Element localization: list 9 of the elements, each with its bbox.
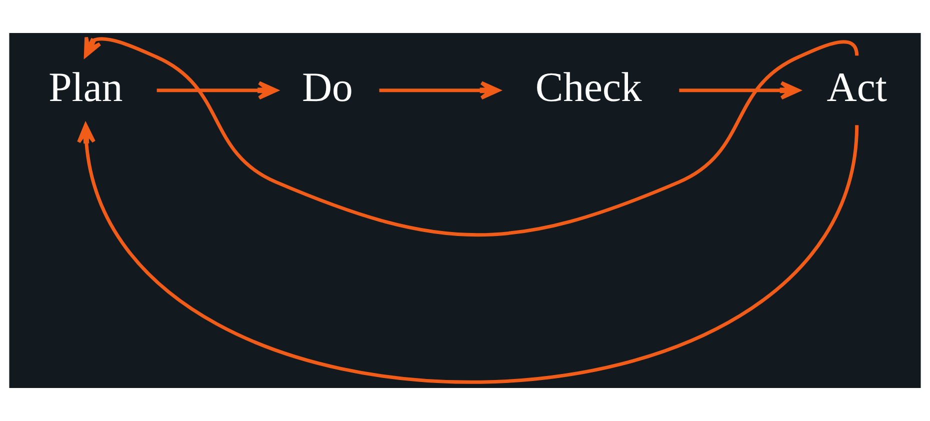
node-text: Act: [826, 64, 887, 111]
arrow: [379, 81, 500, 100]
arrow: [156, 81, 278, 100]
arrow: [77, 123, 859, 384]
node-text: Check: [535, 64, 642, 111]
arrow: [679, 81, 800, 100]
node-text: Do: [302, 64, 353, 111]
node-text: Plan: [48, 64, 123, 111]
arrow: [84, 36, 859, 236]
